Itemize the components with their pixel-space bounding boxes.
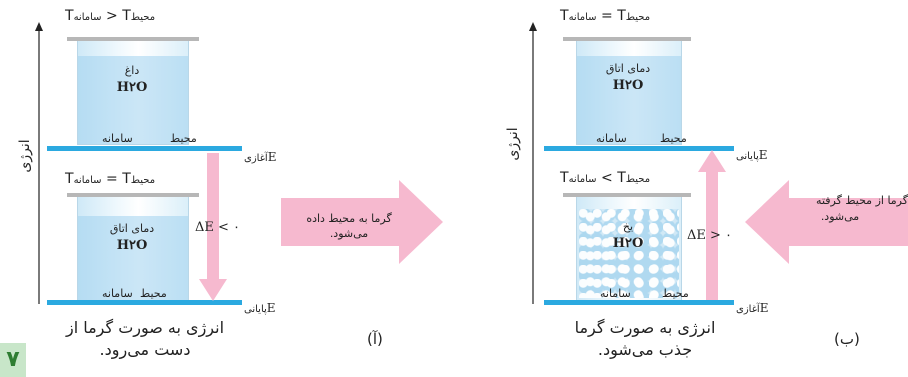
page-number-tab: ۷ [0,343,26,377]
bottom-beaker-a [77,197,189,301]
ice-cubes [579,209,679,298]
top-env-label-b: محیط [660,132,687,145]
heat-in-arrow-b [745,180,908,264]
top-env-label-a: محیط [170,132,197,145]
bottom-beaker-b [576,197,682,301]
final-energy-label-a: پایانیE [244,301,276,315]
bottom-beaker-formula-b: H۲O [612,236,644,251]
top-temperature-relation-b: Tسامانه = Tمحیط [560,8,651,24]
bottom-env-label-a: محیط [140,287,167,300]
caption-line1-a: انرژی به صورت گرما از [65,318,225,337]
panel-tag-a: (آ) [367,330,383,348]
top-beaker-rim-b [563,37,691,41]
top-system-label-b: سامانه [596,132,627,145]
page-number: ۷ [6,347,20,372]
initial-energy-label-a: آغازیE [244,150,277,164]
initial-energy-label-b: آغازیE [736,301,769,315]
energy-axis-a [35,22,43,304]
bottom-temperature-relation-a: Tسامانه = Tمحیط [65,171,156,187]
energy-axis-label-a: انرژی [17,139,33,173]
bottom-beaker-rim-a [67,193,199,197]
bottom-beaker-state-b: یخ [622,220,634,233]
final-energy-level-b [544,146,734,151]
top-beaker-rim-a [67,37,199,41]
energy-increase-arrow-b [698,150,726,300]
initial-energy-level-b [544,300,734,305]
top-beaker-b [576,41,682,145]
final-energy-label-b: پایانیE [736,148,768,162]
initial-energy-level-a [47,146,242,151]
bottom-env-label-b: محیط [662,287,689,300]
bottom-beaker-formula-a: H۲O [116,238,148,253]
bottom-system-label-b: سامانه [600,287,631,300]
bottom-beaker-state-a: دمای اتاق [109,222,155,235]
bottom-beaker-rim-b [563,193,691,197]
heat-out-arrow-a [281,180,443,264]
energy-axis-label-b: انرژی [505,127,521,161]
caption-line2-b: جذب می‌شود. [597,340,693,359]
energy-decrease-arrow-a [199,153,227,301]
bottom-system-label-a: سامانه [102,287,133,300]
energy-axis-b [529,22,537,304]
top-system-label-a: سامانه [102,132,133,145]
heat-out-text-line2-a: می‌شود. [329,227,369,240]
bottom-temperature-relation-b: Tسامانه < Tمحیط [560,170,651,186]
top-beaker-state-a: داغ [124,64,140,77]
caption-line1-b: انرژی به صورت گرما [574,318,716,337]
delta-e-label-a: ΔE < ۰ [195,220,241,235]
heat-in-text-line2-b: می‌شود. [820,210,860,223]
top-beaker-state-b: دمای اتاق [605,62,651,75]
top-temperature-relation-a: Tسامانه > Tمحیط [65,8,156,24]
top-beaker-formula-a: H۲O [116,80,148,95]
heat-out-text-line1-a: گرما به محیط داده [306,212,392,225]
final-energy-level-a [47,300,242,305]
panel-tag-b: (ب) [834,330,860,348]
top-beaker-a [77,41,189,145]
heat-in-text-line1-b: گرما از محیط گرفته [816,194,908,207]
top-beaker-formula-b: H۲O [612,78,644,93]
caption-line2-a: دست می‌رود. [99,340,191,359]
delta-e-label-b: ΔE > ۰ [687,228,733,243]
